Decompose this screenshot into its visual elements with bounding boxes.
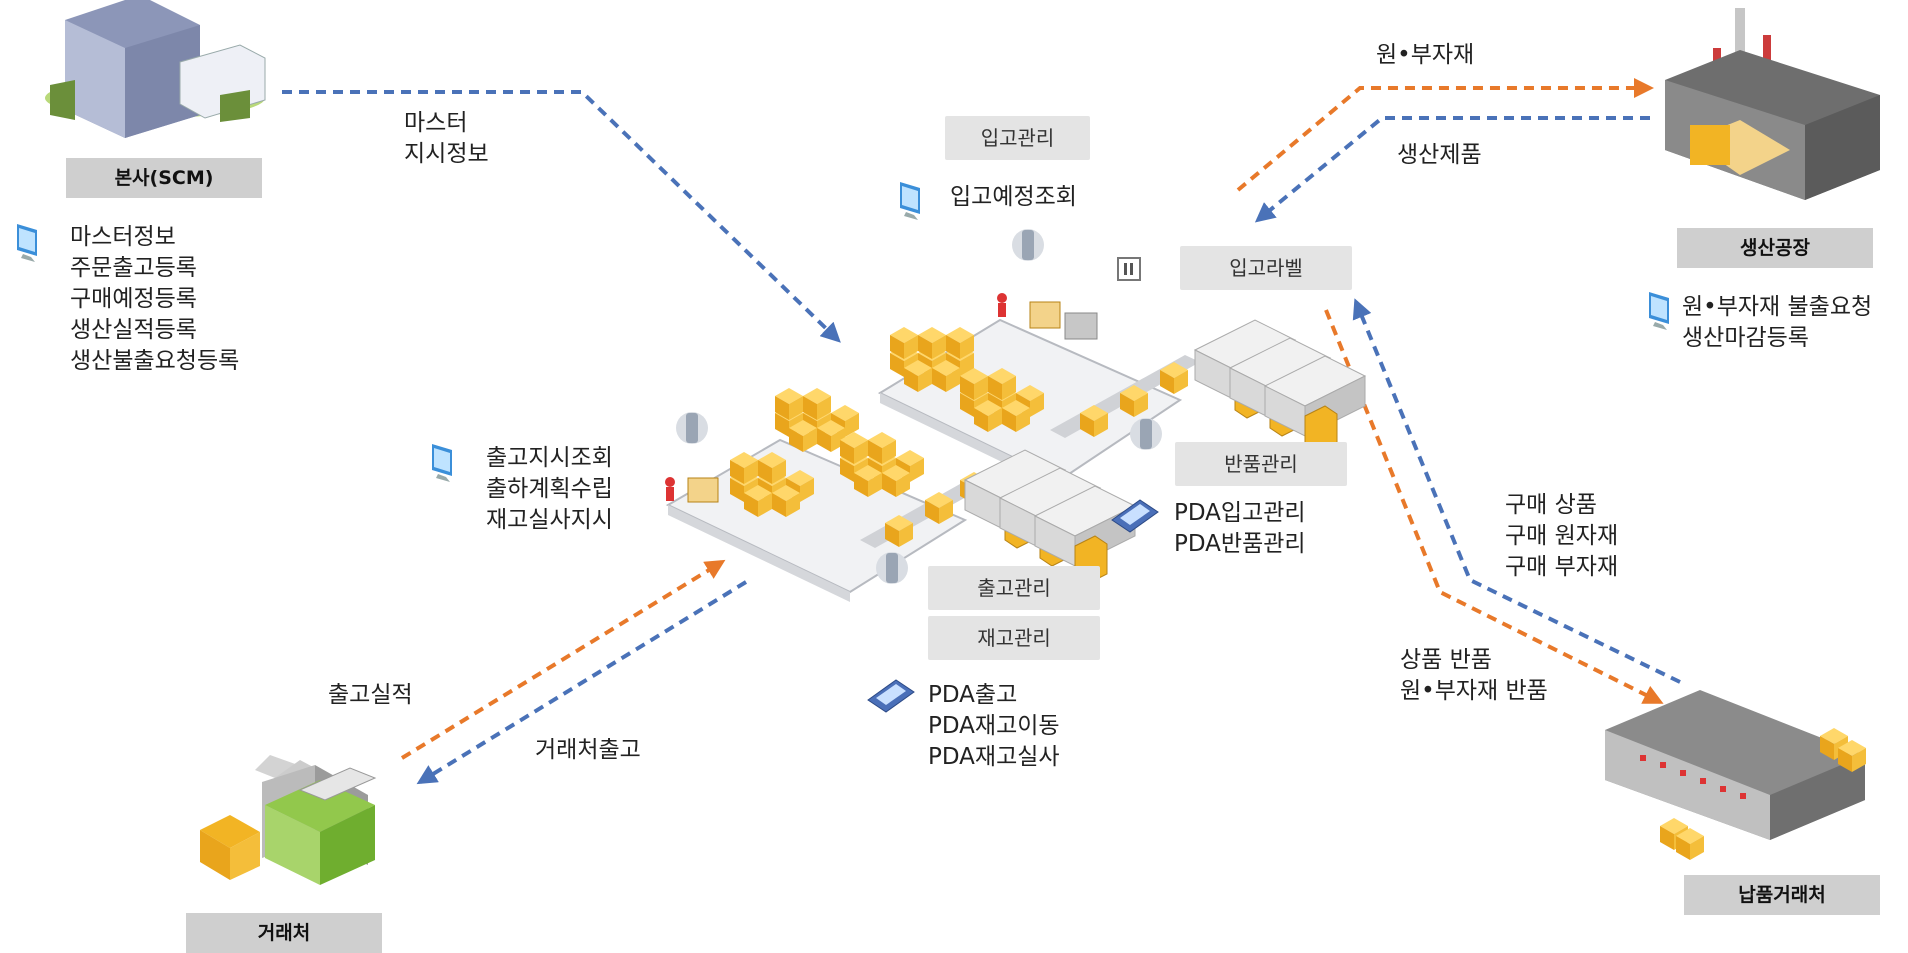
central-warehouse-illustration bbox=[665, 293, 1366, 602]
pda-inbound-item: PDA반품관리 bbox=[1174, 531, 1306, 557]
shipment-results-arrow bbox=[400, 559, 726, 760]
flow-label-line: 구매 부자재 bbox=[1505, 554, 1619, 580]
pda-outbound-item: PDA재고이동 bbox=[928, 713, 1060, 739]
flow-arrows bbox=[282, 78, 1681, 785]
supplier-warehouse-icon bbox=[1605, 690, 1866, 860]
shipment-results-flow-label: 출고실적 bbox=[328, 682, 413, 708]
factory-label: 생산공장 bbox=[1677, 228, 1873, 268]
hq-task: 생산실적등록 bbox=[70, 317, 197, 343]
raw-materials-flow-label: 원•부자재 bbox=[1376, 42, 1475, 68]
hq-task: 주문출고등록 bbox=[70, 255, 197, 281]
hq-task: 구매예정등록 bbox=[70, 286, 197, 312]
factory-icon bbox=[1665, 8, 1880, 200]
raw-materials-arrow bbox=[1236, 78, 1654, 192]
pc-icon bbox=[900, 182, 920, 220]
factory-task: 생산마감등록 bbox=[1682, 325, 1809, 351]
pc-icon bbox=[17, 224, 37, 262]
inventory-mgmt-pill: 재고관리 bbox=[928, 616, 1100, 660]
master-flow-label: 마스터 지시정보 bbox=[404, 108, 489, 170]
outbound-task: 재고실사지시 bbox=[486, 507, 613, 533]
products-flow-label: 생산제품 bbox=[1397, 142, 1482, 168]
pda-device-icon bbox=[867, 679, 915, 713]
pda-outbound-item: PDA출고 bbox=[928, 682, 1018, 708]
pda-outbound-list: PDA출고 PDA재고이동 PDA재고실사 bbox=[928, 680, 1060, 773]
hq-task: 마스터정보 bbox=[70, 224, 176, 250]
scanner-icon bbox=[1012, 229, 1044, 261]
returns-arrow bbox=[1324, 309, 1664, 704]
customer-shipment-arrow bbox=[416, 580, 748, 785]
customer-label: 거래처 bbox=[186, 913, 382, 953]
supplier-label: 납품거래처 bbox=[1684, 875, 1880, 915]
inbound-mgmt-pill: 입고관리 bbox=[945, 116, 1090, 160]
outbound-mgmt-pill: 출고관리 bbox=[928, 566, 1100, 610]
inbound-label-pill: 입고라벨 bbox=[1180, 246, 1352, 290]
flow-label-line: 구매 상품 bbox=[1505, 492, 1597, 518]
scanner-icon bbox=[676, 412, 708, 444]
purchase-arrow bbox=[1352, 298, 1681, 684]
scanner-icon bbox=[876, 552, 908, 584]
flow-label-line: 구매 원자재 bbox=[1505, 523, 1619, 549]
hq-task: 생산불출요청등록 bbox=[70, 348, 240, 374]
outbound-task: 출하계획수립 bbox=[486, 476, 613, 502]
flow-label-line: 마스터 bbox=[404, 110, 468, 136]
customer-shipment-flow-label: 거래처출고 bbox=[535, 737, 641, 763]
hq-label: 본사(SCM) bbox=[66, 158, 262, 198]
pda-inbound-list: PDA입고관리 PDA반품관리 bbox=[1174, 498, 1306, 560]
inbound-schedule-label: 입고예정조회 bbox=[950, 184, 1077, 210]
pc-icon bbox=[432, 444, 452, 482]
flow-label-line: 원•부자재 반품 bbox=[1400, 678, 1548, 704]
flow-label-line: 지시정보 bbox=[404, 141, 489, 167]
returns-flow-label: 상품 반품 원•부자재 반품 bbox=[1400, 645, 1548, 707]
outbound-task: 출고지시조회 bbox=[486, 445, 613, 471]
factory-task-list: 원•부자재 불출요청 생산마감등록 bbox=[1682, 292, 1872, 354]
pda-device-icon bbox=[1111, 499, 1159, 533]
pda-inbound-item: PDA입고관리 bbox=[1174, 500, 1306, 526]
products-arrow bbox=[1254, 116, 1650, 223]
hq-task-list: 마스터정보 주문출고등록 구매예정등록 생산실적등록 생산불출요청등록 bbox=[70, 222, 239, 377]
scanner-icon bbox=[1130, 418, 1162, 450]
pc-icon bbox=[1649, 292, 1669, 330]
hq-building-icon bbox=[45, 0, 266, 138]
return-mgmt-pill: 반품관리 bbox=[1175, 442, 1347, 486]
master-arrow bbox=[282, 90, 841, 343]
outbound-task-list: 출고지시조회 출하계획수립 재고실사지시 bbox=[486, 443, 613, 536]
pda-outbound-item: PDA재고실사 bbox=[928, 744, 1060, 770]
purchase-flow-label: 구매 상품 구매 원자재 구매 부자재 bbox=[1505, 490, 1618, 583]
label-printer-icon bbox=[1117, 257, 1141, 281]
customer-shop-icon bbox=[200, 755, 377, 885]
factory-task: 원•부자재 불출요청 bbox=[1682, 294, 1873, 320]
flow-label-line: 상품 반품 bbox=[1400, 647, 1492, 673]
